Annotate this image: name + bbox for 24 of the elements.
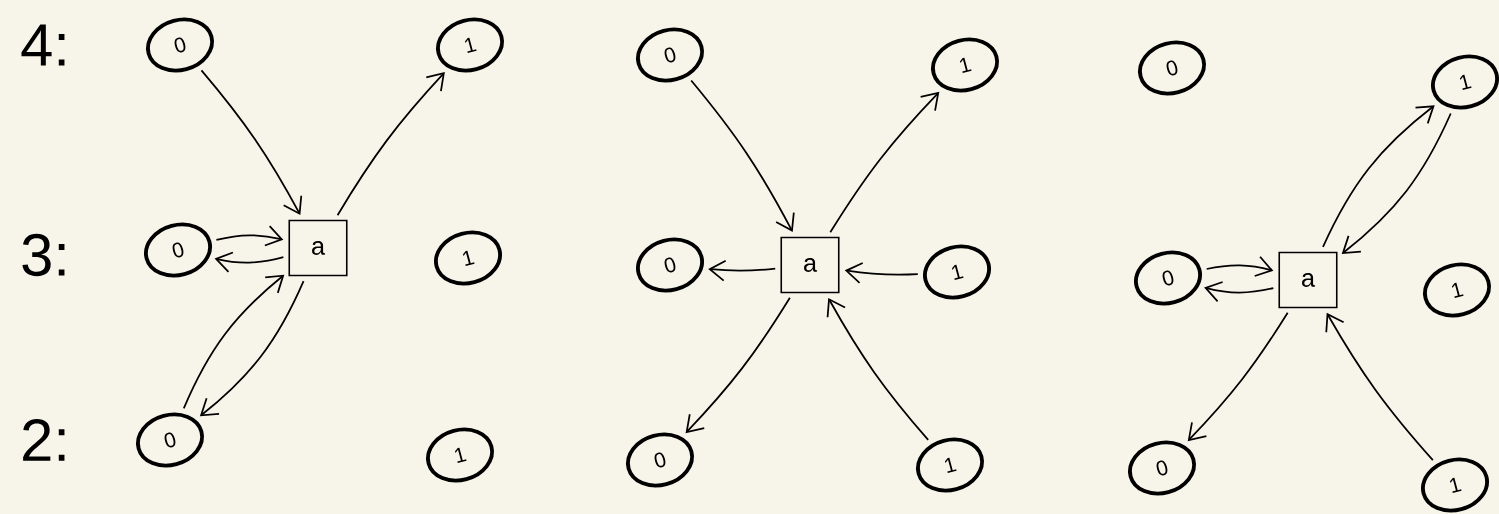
arrow bbox=[826, 297, 930, 441]
arrow bbox=[829, 91, 940, 234]
arrow bbox=[685, 296, 791, 434]
row-label: 2: bbox=[23, 419, 65, 461]
arrow bbox=[200, 69, 303, 216]
row-label: 4: bbox=[21, 24, 65, 66]
arrow bbox=[1322, 105, 1435, 248]
state-box: a bbox=[1278, 251, 1338, 309]
arrow bbox=[1187, 311, 1289, 442]
arrow bbox=[844, 262, 919, 284]
arrow bbox=[215, 225, 284, 247]
arrow bbox=[199, 280, 305, 417]
row-label: 3: bbox=[22, 233, 65, 277]
arrow bbox=[182, 274, 285, 410]
arrow bbox=[1204, 281, 1275, 303]
arrow bbox=[336, 72, 445, 217]
arrow bbox=[1325, 312, 1434, 461]
arrow bbox=[690, 79, 795, 233]
arrow bbox=[214, 251, 285, 273]
arrow bbox=[1205, 255, 1274, 277]
arrow bbox=[1341, 112, 1452, 254]
state-box: a bbox=[780, 236, 840, 294]
state-box: a bbox=[288, 219, 348, 277]
arrow bbox=[708, 259, 777, 282]
